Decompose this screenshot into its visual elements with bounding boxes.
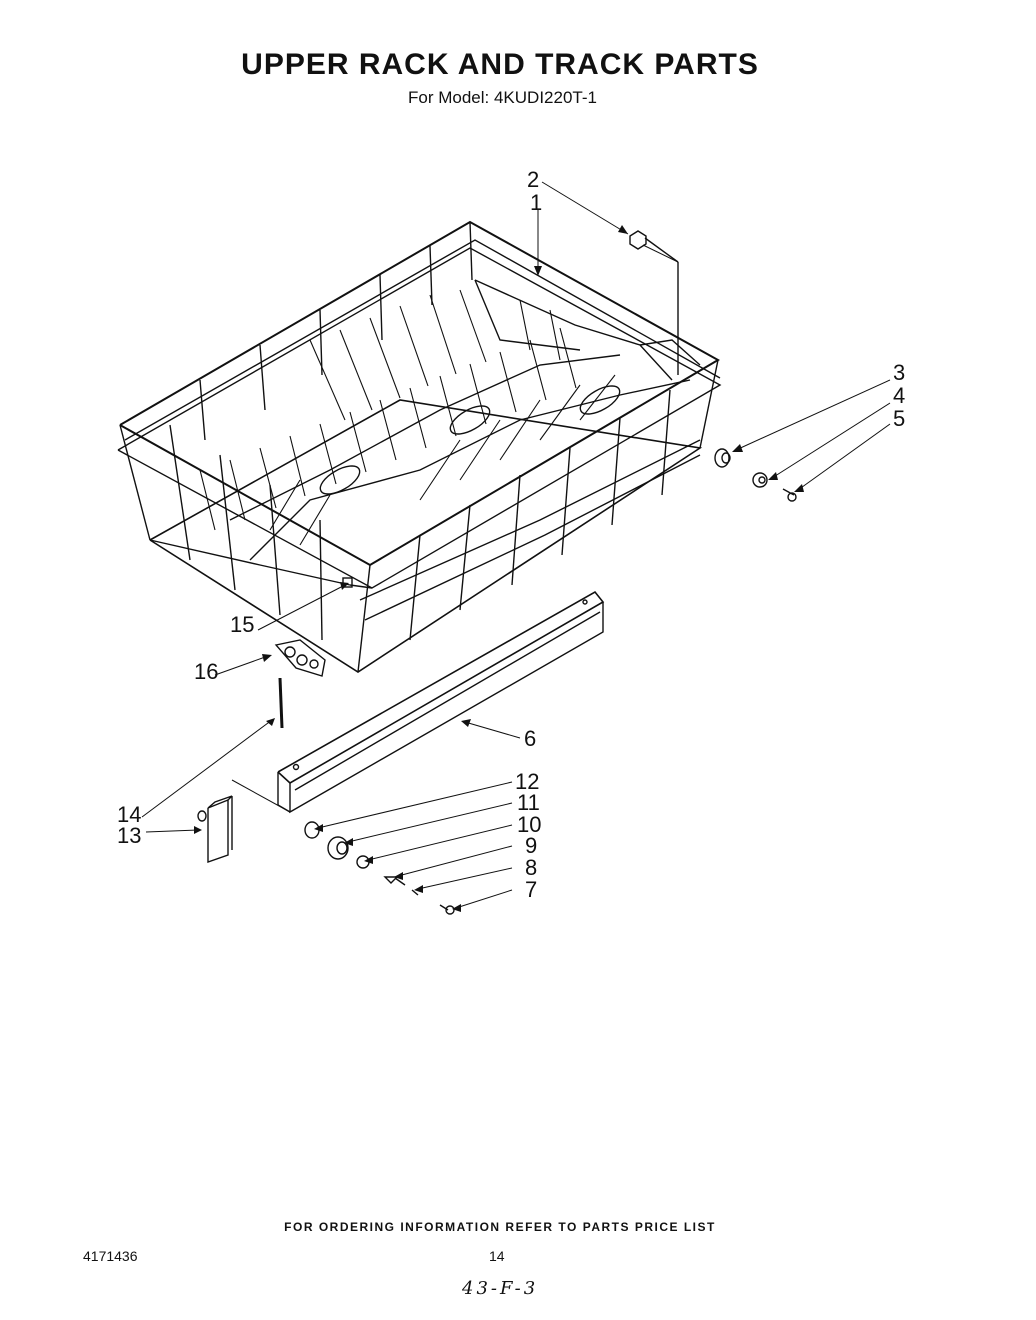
rack-rod	[278, 677, 284, 729]
callout-3: 3	[893, 360, 905, 385]
callout-12: 12	[515, 769, 539, 794]
rack-stop-clip	[274, 639, 326, 677]
callout-9: 9	[525, 833, 537, 858]
track-wheel-stack	[304, 821, 455, 915]
rack-tines	[199, 289, 616, 546]
callout-6: 6	[524, 726, 536, 751]
handwritten-note: 43-F-3	[462, 1278, 539, 1299]
track-rail	[277, 590, 605, 814]
rack-rollers	[319, 385, 621, 495]
leader-lines	[141, 181, 891, 909]
callout-13: 13	[117, 823, 141, 848]
callout-5: 5	[893, 406, 905, 431]
callout-16: 16	[194, 659, 218, 684]
track-end-cap	[197, 795, 233, 863]
ordering-note: FOR ORDERING INFORMATION REFER TO PARTS …	[284, 1220, 716, 1234]
leader-arrowheads	[194, 225, 804, 912]
document-number: 4171436	[83, 1248, 138, 1264]
callout-4: 4	[893, 383, 905, 408]
callout-11: 11	[517, 790, 540, 815]
callout-15: 15	[230, 612, 254, 637]
callout-labels: 2 1 3 4 5 15 16 6 12 11 10 9 8 7 14 13	[117, 167, 905, 902]
callout-1: 1	[530, 190, 542, 215]
part-2-cap	[629, 230, 647, 250]
page-number: 14	[489, 1248, 505, 1264]
callout-2: 2	[527, 167, 539, 192]
callout-8: 8	[525, 855, 537, 880]
callout-14: 14	[117, 802, 141, 827]
page-title: UPPER RACK AND TRACK PARTS	[241, 48, 759, 81]
upper-rack-basket	[117, 220, 722, 673]
rack-wheel-assembly	[714, 448, 797, 502]
callout-7: 7	[525, 877, 537, 902]
model-subtitle: For Model: 4KUDI220T-1	[408, 88, 597, 107]
callout-10: 10	[517, 812, 541, 837]
